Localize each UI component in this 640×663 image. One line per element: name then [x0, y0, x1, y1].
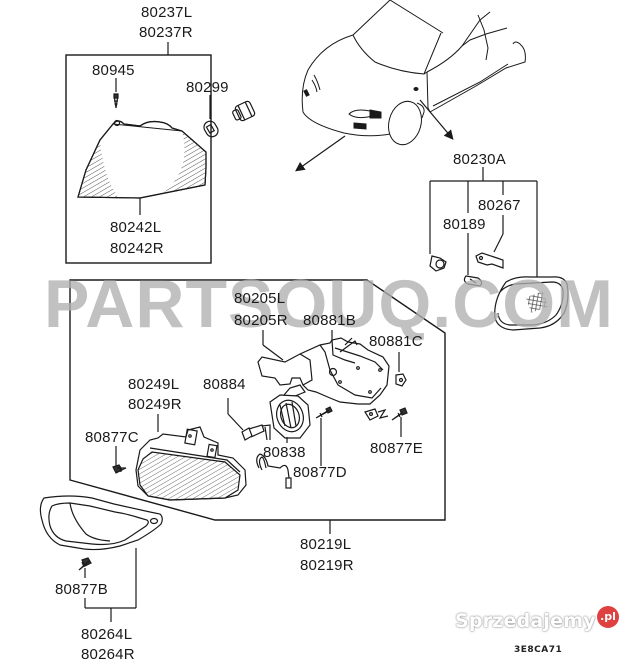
- wire-harness-icon: [256, 453, 292, 489]
- part-label-80877E[interactable]: 80877E: [370, 440, 423, 457]
- side-marker-group: [429, 167, 569, 331]
- socket-80838-icon: [269, 394, 311, 439]
- part-label-80881B[interactable]: 80881B: [303, 312, 356, 329]
- part-label-80205R[interactable]: 80205R: [234, 312, 288, 329]
- part-label-80242R[interactable]: 80242R: [110, 240, 164, 257]
- part-label-80237L[interactable]: 80237L: [141, 4, 193, 21]
- corner-lamp-lens-icon: [77, 119, 207, 199]
- arrow-to-corner-lamp-icon: [295, 135, 346, 172]
- arrow-to-side-marker-icon: [419, 99, 454, 140]
- part-label-80249L[interactable]: 80249L: [128, 376, 180, 393]
- screw-80945-icon: [113, 93, 119, 109]
- part-label-80945[interactable]: 80945: [92, 62, 135, 79]
- part-label-80219R[interactable]: 80219R: [300, 557, 354, 574]
- bracket-80267-icon: [475, 252, 504, 269]
- part-label-80881C[interactable]: 80881C: [369, 333, 423, 350]
- part-label-80230A[interactable]: 80230A: [453, 151, 506, 168]
- car-outline-icon: [301, 0, 526, 146]
- bezel-group: [39, 495, 163, 622]
- part-label-80249R[interactable]: 80249R: [128, 396, 182, 413]
- fog-lamp-bracket-80205-icon: [257, 337, 390, 421]
- part-label-80264R[interactable]: 80264R: [81, 646, 135, 663]
- bulb-80884-icon: [241, 424, 271, 441]
- sprzedajemy-watermark: Sprzedajemy: [455, 610, 596, 632]
- side-marker-lamp-icon: [494, 276, 569, 331]
- part-label-80877D[interactable]: 80877D: [293, 464, 347, 481]
- part-label-80877C[interactable]: 80877C: [85, 429, 139, 446]
- nut-80881C-icon: [395, 373, 407, 387]
- part-label-80205L[interactable]: 80205L: [234, 290, 286, 307]
- part-label-80884[interactable]: 80884: [203, 376, 246, 393]
- part-label-80189[interactable]: 80189: [443, 216, 486, 233]
- sprzedajemy-pl-badge: .pl: [597, 606, 619, 628]
- part-label-80219L[interactable]: 80219L: [300, 536, 352, 553]
- fog-lamp-80249-icon: [135, 426, 247, 501]
- bulb-80299-icon: [203, 100, 256, 138]
- diagram-code: 3E8CA71: [514, 645, 563, 655]
- screw-80877C-icon: [112, 464, 127, 474]
- screw-80877D-icon: [315, 406, 333, 419]
- screw-80877B-icon: [78, 557, 92, 571]
- corner-lamp-group: [65, 42, 256, 264]
- clip-icon: [429, 255, 447, 272]
- part-label-80299[interactable]: 80299: [186, 79, 229, 96]
- fog-lamp-group: [69, 279, 446, 534]
- part-label-80237R[interactable]: 80237R: [139, 24, 193, 41]
- part-label-80838[interactable]: 80838: [263, 444, 306, 461]
- bulb-socket-80189-icon: [463, 275, 483, 287]
- part-label-80877B[interactable]: 80877B: [55, 581, 108, 598]
- partsouq-watermark: PARTSOUQ.COM: [44, 266, 614, 342]
- fog-lamp-bezel-80264-icon: [39, 495, 163, 551]
- part-label-80264L[interactable]: 80264L: [81, 626, 133, 643]
- screw-80877E-icon: [391, 407, 408, 421]
- part-label-80242L[interactable]: 80242L: [110, 219, 162, 236]
- part-label-80267[interactable]: 80267: [478, 197, 521, 214]
